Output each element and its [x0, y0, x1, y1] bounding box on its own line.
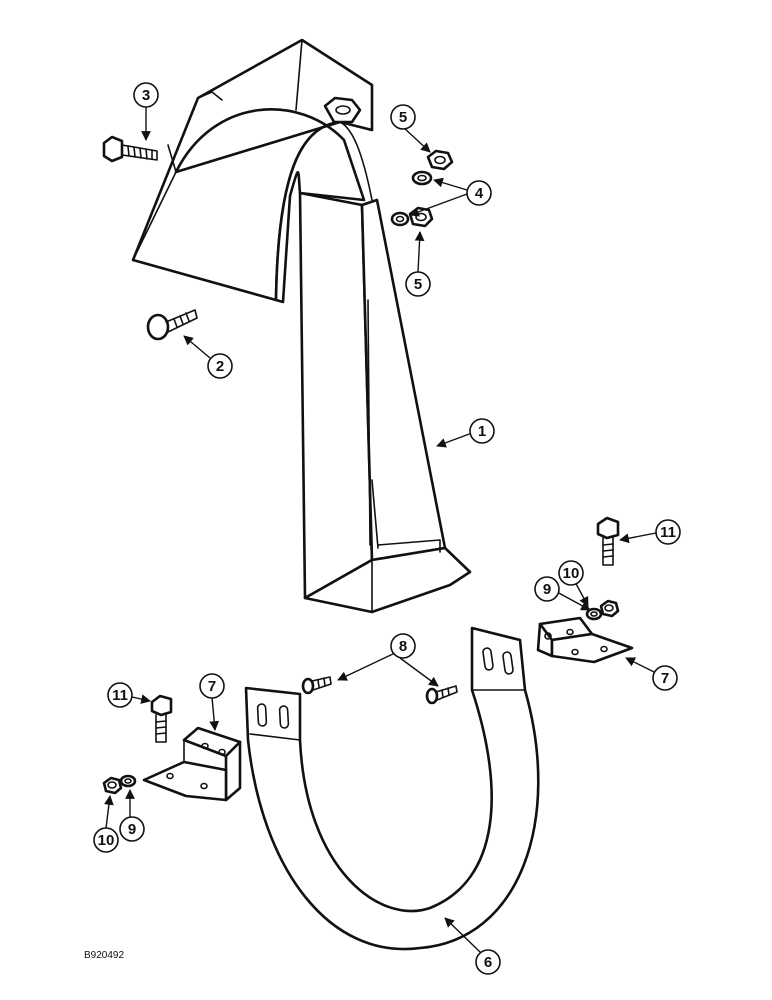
callout-11-right: 11: [655, 519, 681, 545]
callout-7-right: 7: [652, 665, 678, 691]
svg-text:8: 8: [399, 638, 407, 655]
svg-text:9: 9: [543, 581, 551, 598]
callout-1: 1: [469, 418, 495, 444]
nut-10-right: [599, 599, 620, 618]
svg-text:2: 2: [216, 358, 224, 375]
callout-10-right: 10: [558, 560, 584, 586]
callout-3: 3: [133, 82, 159, 108]
leader-lines: [104, 106, 657, 953]
svg-text:5: 5: [414, 276, 422, 293]
carriage-bolt-2: [146, 309, 198, 341]
callout-10-left: 10: [93, 827, 119, 853]
nut-10-left: [102, 776, 123, 795]
carriage-bolt-8-right: [425, 685, 458, 705]
callout-5-top: 5: [390, 104, 416, 130]
svg-text:10: 10: [98, 832, 115, 849]
callout-8: 8: [390, 633, 416, 659]
svg-text:1: 1: [478, 423, 486, 440]
callout-5-bottom: 5: [405, 271, 431, 297]
callout-4: 4: [466, 180, 492, 206]
carriage-bolt-8-left: [301, 676, 332, 695]
callout-6: 6: [475, 949, 501, 975]
callout-9-right: 9: [534, 576, 560, 602]
callout-9-left: 9: [119, 816, 145, 842]
hex-nut-5-top: [426, 149, 454, 171]
lock-washer-4-top: [411, 170, 433, 186]
svg-text:3: 3: [142, 87, 150, 104]
bolt-11-left: [150, 694, 173, 743]
svg-text:9: 9: [128, 821, 136, 838]
svg-text:11: 11: [112, 687, 128, 704]
angle-bracket-7-left: [142, 726, 242, 802]
svg-text:4: 4: [475, 185, 484, 202]
svg-text:5: 5: [399, 109, 407, 126]
drawing-code: B920492: [84, 950, 124, 961]
callout-2: 2: [207, 353, 233, 379]
callout-11-left: 11: [107, 682, 133, 708]
washer-9-right: [585, 607, 603, 621]
angle-bracket-7-right: [536, 616, 634, 664]
svg-text:6: 6: [484, 954, 492, 971]
bolt-11-right: [596, 516, 620, 566]
washer-9-left: [119, 774, 137, 788]
svg-text:11: 11: [660, 524, 676, 541]
fender-support-bracket: [131, 38, 472, 614]
bolt-3: [102, 135, 158, 163]
svg-text:10: 10: [563, 565, 580, 582]
lock-washer-4-bottom: [390, 211, 410, 227]
callout-7-left: 7: [199, 673, 225, 699]
svg-text:7: 7: [208, 678, 216, 695]
u-strap: [244, 626, 540, 951]
svg-text:7: 7: [661, 670, 669, 687]
